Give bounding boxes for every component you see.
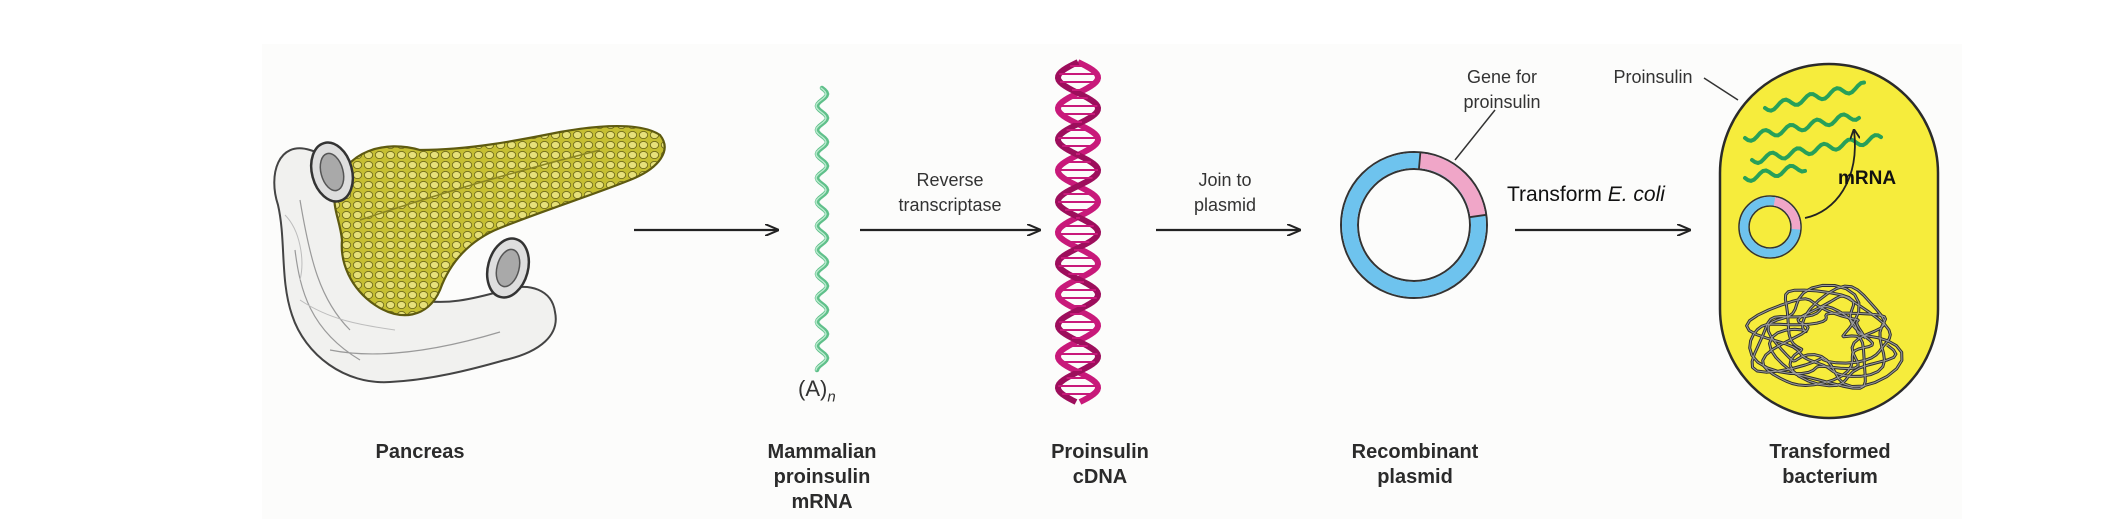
join-to-plasmid-line2: plasmid [1193, 195, 1257, 215]
duodenum-opening-upper [309, 141, 355, 203]
poly-a-subscript: n [827, 388, 836, 406]
proinsulin-protein-3 [1750, 133, 1883, 166]
pancreas-illustration [273, 124, 666, 384]
plasmid-backbone [1342, 153, 1486, 297]
gene-for-proinsulin-label: Gene for proinsulin [1442, 65, 1562, 115]
pancreas-body [333, 124, 666, 317]
gene-for-proinsulin-line2: proinsulin [1463, 92, 1541, 112]
transform-text: Transform [1507, 183, 1608, 206]
caption-pancreas: Pancreas [375, 441, 465, 463]
caption-mrna-line1: Mammalian [767, 441, 877, 463]
caption-plasmid-line1: Recombinant [1351, 441, 1479, 463]
proinsulin-protein-1 [1763, 80, 1866, 113]
ecoli-text: E. coli [1607, 183, 1665, 206]
proinsulin-protein-4 [1743, 163, 1807, 184]
caption-mrna: Mammalian proinsulin mRNA [752, 440, 892, 515]
caption-plasmid: Recombinant plasmid [1340, 440, 1490, 490]
poly-a-text: (A) [798, 376, 828, 401]
caption-mrna-line2: proinsulin [773, 466, 871, 488]
caption-bacterium-line2: bacterium [1782, 466, 1878, 488]
reverse-transcriptase-label: Reverse transcriptase [880, 168, 1020, 218]
gene-for-proinsulin-line1: Gene for [1466, 67, 1538, 87]
join-to-plasmid-label: Join to plasmid [1170, 168, 1280, 218]
plasmid-to-mrna-arrow [1804, 130, 1855, 219]
caption-mrna-line3: mRNA [791, 491, 853, 513]
reverse-transcriptase-line1: Reverse [916, 170, 984, 190]
poly-a-tail-label: (A)n [798, 376, 836, 409]
mrna-inside-label: mRNA [1838, 168, 1897, 189]
transform-ecoli-label: Transform E. coli [1507, 182, 1665, 208]
proinsulin-protein-2 [1743, 112, 1861, 143]
reverse-transcriptase-line2: transcriptase [898, 195, 1002, 215]
transformed-bacterium [1718, 62, 1940, 420]
mrna-strand-highlight [815, 87, 827, 371]
gene-label-leader [1454, 109, 1496, 161]
caption-bacterium: Transformed bacterium [1760, 440, 1900, 490]
caption-cdna-line1: Proinsulin [1051, 441, 1149, 463]
proinsulin-label: Proinsulin [1613, 67, 1693, 87]
bacterial-plasmid [1738, 195, 1802, 259]
cdna-double-helix [1054, 59, 1102, 405]
recombinant-plasmid [1340, 151, 1488, 299]
proinsulin-label-leader [1703, 77, 1739, 101]
figure-panel [262, 44, 1962, 519]
duodenum-opening-lower [485, 237, 531, 299]
caption-cdna-line2: cDNA [1072, 466, 1128, 488]
caption-cdna: Proinsulin cDNA [1040, 440, 1160, 490]
caption-bacterium-line1: Transformed [1769, 441, 1891, 463]
caption-plasmid-line2: plasmid [1377, 466, 1453, 488]
join-to-plasmid-line1: Join to [1198, 170, 1252, 190]
plasmid-gene-insert [1418, 153, 1486, 218]
